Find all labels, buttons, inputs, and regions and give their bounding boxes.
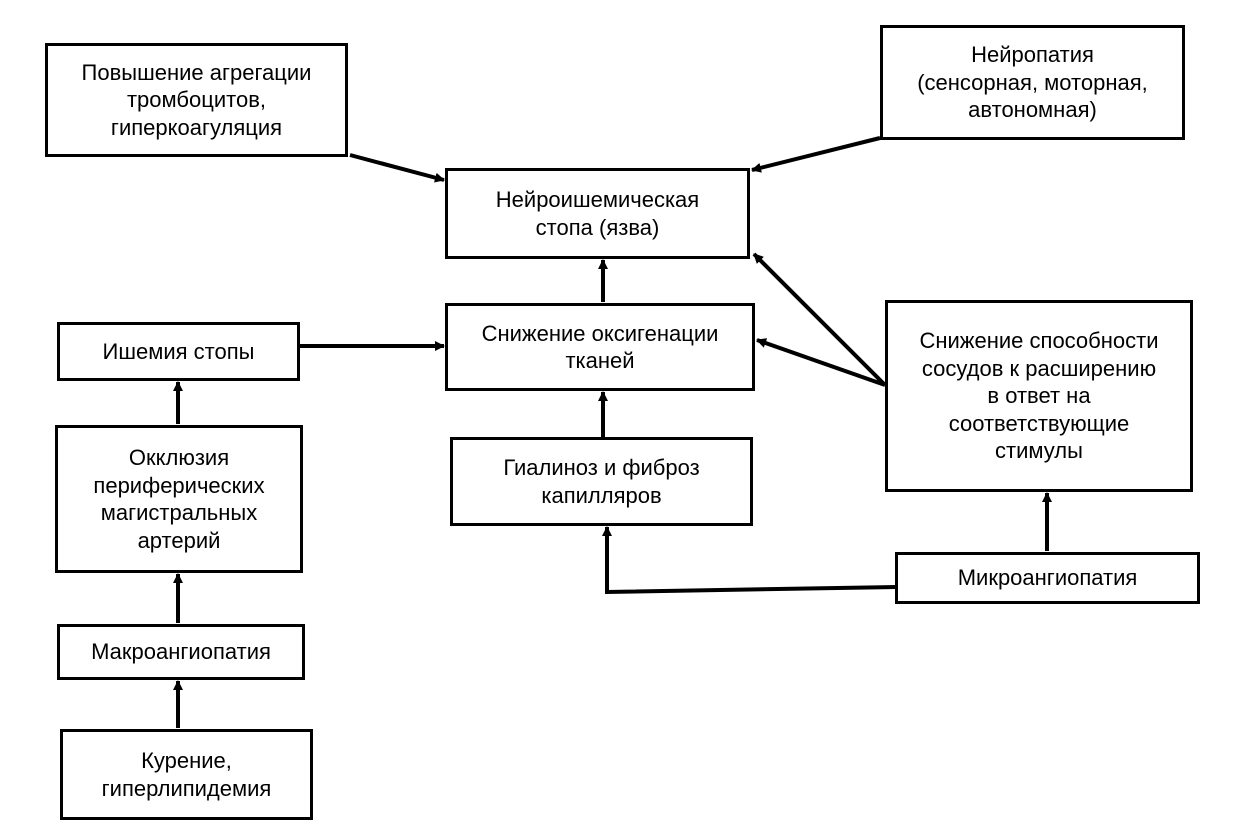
node-neuroischemic-foot-label: Нейроишемическая стопа (язва)	[495, 187, 700, 240]
arrow-vasodilation-to-oxygenation	[756, 338, 886, 387]
node-neuroischemic-foot: Нейроишемическая стопа (язва)	[445, 168, 750, 259]
node-macroangiopathy: Макроангиопатия	[57, 624, 305, 680]
node-occlusion: Окклюзия периферических магистральных ар…	[55, 425, 303, 573]
node-foot-ischemia-label: Ишемия стопы	[102, 338, 255, 364]
arrow-aggregation-to-neuroischemic-foot	[349, 153, 445, 183]
arrow-neuropathy-to-neuroischemic-foot	[751, 136, 881, 173]
node-neuropathy: Нейропатия (сенсорная, моторная, автоном…	[880, 25, 1185, 140]
node-macroangiopathy-label: Макроангиопатия	[91, 639, 271, 665]
node-neuropathy-label: Нейропатия (сенсорная, моторная, автоном…	[917, 42, 1148, 123]
node-hyalinosis: Гиалиноз и фиброз капилляров	[450, 437, 753, 526]
node-microangiopathy: Микроангиопатия	[895, 552, 1200, 604]
node-aggregation-label: Повышение агрегации тромбоцитов, гиперко…	[81, 59, 312, 140]
node-vasodilation-decrease: Снижение способности сосудов к расширени…	[885, 300, 1193, 492]
node-occlusion-label: Окклюзия периферических магистральных ар…	[93, 445, 265, 553]
node-oxygenation-decrease-label: Снижение оксигенации тканей	[481, 320, 719, 374]
node-foot-ischemia: Ишемия стопы	[57, 322, 300, 381]
node-smoking-label: Курение, гиперлипидемия	[101, 748, 272, 801]
node-hyalinosis-label: Гиалиноз и фиброз капилляров	[503, 455, 700, 508]
node-vasodilation-decrease-label: Снижение способности сосудов к расширени…	[919, 328, 1159, 464]
node-oxygenation-decrease: Снижение оксигенации тканей	[445, 303, 755, 391]
node-microangiopathy-label: Микроангиопатия	[957, 565, 1138, 591]
arrow-vasodilation-to-neuroischemic-foot	[752, 252, 887, 387]
arrow-microangiopathy-to-hyalinosis	[602, 526, 896, 595]
node-smoking: Курение, гиперлипидемия	[60, 729, 313, 820]
node-aggregation: Повышение агрегации тромбоцитов, гиперко…	[45, 43, 348, 157]
